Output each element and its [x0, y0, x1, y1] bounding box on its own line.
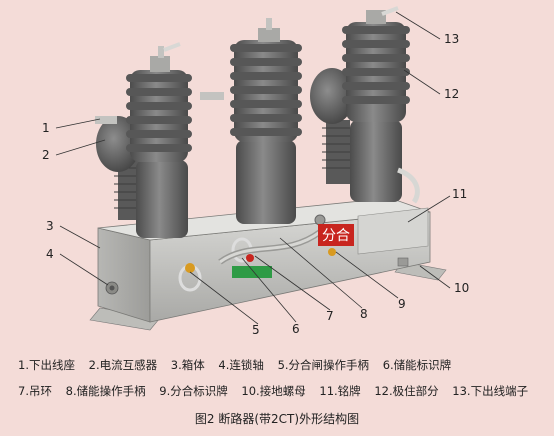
- callout-11: 11: [452, 187, 467, 201]
- callout-10: 10: [454, 281, 469, 295]
- leader-lines: [55, 11, 451, 325]
- legend-item: 12.极住部分: [374, 384, 439, 398]
- callout-6: 6: [292, 322, 300, 336]
- callout-13: 13: [444, 32, 459, 46]
- pole-right: [310, 6, 420, 204]
- legend-item: 3.箱体: [170, 358, 205, 372]
- pole-left: [95, 42, 192, 238]
- callout-4: 4: [46, 247, 54, 261]
- legend-row-1: 1.下出线座 2.电流互感器 3.箱体 4.连锁轴 5.分合闸操作手柄 6.储能…: [18, 357, 548, 373]
- callout-7: 7: [326, 309, 334, 323]
- pole-middle: [200, 18, 302, 224]
- callout-8: 8: [360, 307, 368, 321]
- legend-row-2: 7.吊环 8.储能操作手柄 9.分合标识牌 10.接地螺母 11.铭牌 12.极…: [18, 383, 548, 399]
- callout-1: 1: [42, 121, 50, 135]
- legend-item: 13.下出线端子: [452, 384, 529, 398]
- legend-item: 5.分合闸操作手柄: [277, 358, 370, 372]
- legend-item: 10.接地螺母: [241, 384, 306, 398]
- callout-12: 12: [444, 87, 459, 101]
- legend-item: 11.铭牌: [319, 384, 361, 398]
- legend-item: 9.分合标识牌: [159, 384, 228, 398]
- figure-caption: 图2 断路器(带2CT)外形结构图: [194, 412, 360, 426]
- callout-2: 2: [42, 148, 50, 162]
- legend-item: 7.吊环: [18, 384, 52, 398]
- nameplate: [357, 207, 429, 255]
- legend-item: 2.电流互感器: [88, 358, 158, 372]
- legend-item: 6.储能标识牌: [382, 358, 452, 372]
- callout-5: 5: [252, 323, 260, 337]
- legend-item: 8.储能操作手柄: [65, 384, 146, 398]
- legend-item: 4.连锁轴: [218, 358, 264, 372]
- callout-3: 3: [46, 219, 54, 233]
- svg-text:分合: 分合: [322, 228, 350, 244]
- callout-9: 9: [398, 297, 406, 311]
- legend-item: 1.下出线座: [18, 358, 75, 372]
- breaker-diagram: 分合: [42, 6, 469, 337]
- open-close-sign: 分合: [318, 224, 354, 246]
